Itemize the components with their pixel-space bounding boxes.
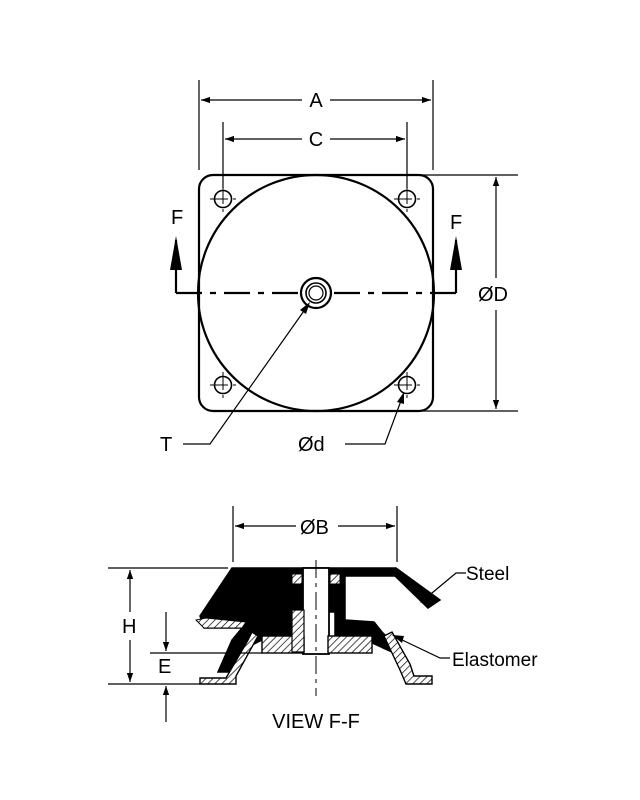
mounting-hole <box>210 186 236 212</box>
section-view: ØB H E Steel Elastomer VIEW F-F <box>108 506 538 733</box>
callout-t-leader <box>183 302 310 445</box>
callout-t-label: T <box>160 434 172 456</box>
section-label-left: F <box>171 207 183 229</box>
callout-d-label: Ød <box>298 434 325 456</box>
dimension-e-label: E <box>158 656 171 678</box>
top-view: F F A C ØD T <box>160 80 518 456</box>
dimension-e <box>150 612 262 722</box>
dimension-b <box>232 506 398 562</box>
elastomer-leader <box>392 635 450 659</box>
section-label-right: F <box>450 212 462 234</box>
steel-callout-label: Steel <box>466 564 509 585</box>
mounting-holes <box>210 186 420 398</box>
mounting-hole <box>394 372 420 398</box>
center-stud <box>299 276 333 310</box>
base-bracket <box>383 631 433 685</box>
inner-plate-right <box>327 635 373 654</box>
dimension-a <box>198 80 434 170</box>
section-caption: VIEW F-F <box>272 711 360 733</box>
dimension-c <box>222 122 408 188</box>
dimension-h-label: H <box>122 616 136 638</box>
steel-leader <box>420 572 466 603</box>
section-line <box>170 236 462 295</box>
mounting-hole <box>210 372 236 398</box>
dimension-a-label: A <box>309 90 323 112</box>
elastomer-callout-label: Elastomer <box>452 650 538 671</box>
dimension-c-label: C <box>309 129 323 151</box>
dimension-d <box>320 174 518 412</box>
dimension-b-label: ØB <box>300 517 329 539</box>
callout-d-leader <box>345 392 404 445</box>
base-bracket <box>199 630 259 685</box>
dimension-d-label: ØD <box>478 284 508 306</box>
dimension-h <box>108 567 228 685</box>
mounting-hole <box>394 186 420 212</box>
